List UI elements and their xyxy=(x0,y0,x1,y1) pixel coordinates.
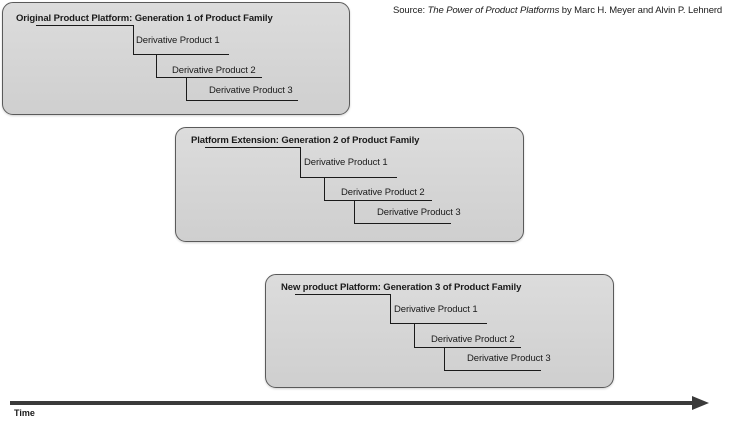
derivative-product-2-gen-2: Derivative Product 2 xyxy=(341,187,425,198)
platform-title-gen-3: New product Platform: Generation 3 of Pr… xyxy=(281,282,522,293)
time-axis-label: Time xyxy=(14,408,35,418)
derivative-product-3-gen-2: Derivative Product 3 xyxy=(377,207,461,218)
source-prefix: Source: xyxy=(393,5,428,16)
derivative-product-3-gen-3: Derivative Product 3 xyxy=(467,353,551,364)
derivative-product-2-gen-1: Derivative Product 2 xyxy=(172,65,256,76)
source-book-title: The Power of Product Platforms xyxy=(427,5,560,16)
derivative-product-3-gen-1: Derivative Product 3 xyxy=(209,85,293,96)
time-axis-arrowhead xyxy=(692,396,709,410)
derivative-product-1-gen-2: Derivative Product 1 xyxy=(304,157,388,168)
derivative-product-2-gen-3: Derivative Product 2 xyxy=(431,334,515,345)
source-note: Source: The Power of Product Platforms b… xyxy=(393,5,722,16)
platform-title-gen-1: Original Product Platform: Generation 1 … xyxy=(16,13,273,24)
platform-title-gen-2: Platform Extension: Generation 2 of Prod… xyxy=(191,135,420,146)
derivative-product-1-gen-3: Derivative Product 1 xyxy=(394,304,478,315)
derivative-product-1-gen-1: Derivative Product 1 xyxy=(136,35,220,46)
source-suffix: by Marc H. Meyer and Alvin P. Lehnerd xyxy=(559,5,723,16)
